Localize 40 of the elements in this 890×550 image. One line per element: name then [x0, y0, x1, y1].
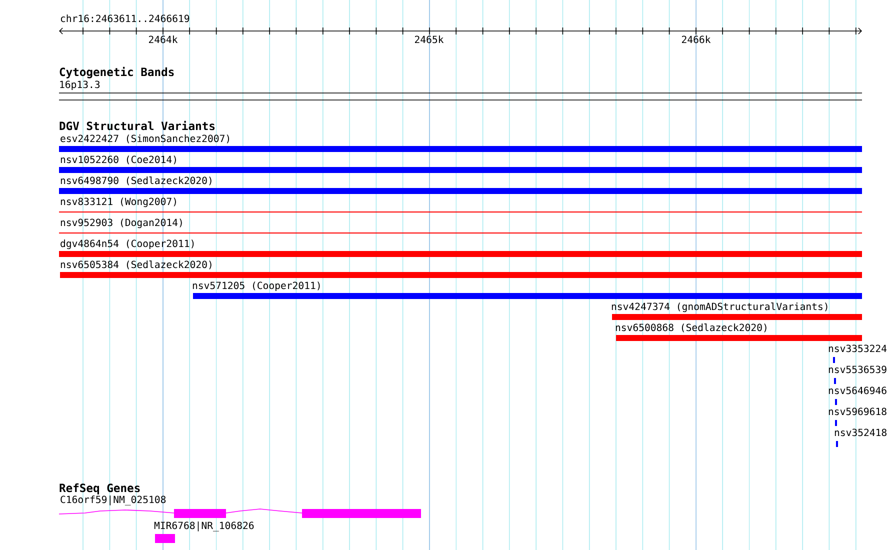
variant-bar: nsv5646946 [828, 386, 886, 405]
variant-bar: dgv4864n54 (Cooper2011) [59, 240, 862, 257]
track-title: DGV Structural Variants [60, 120, 215, 130]
variant-bar: nsv4247374 (gnomADStructuralVariants) [612, 302, 862, 320]
node-label: nsv6500868 (Sedlazeck2020) [616, 324, 766, 332]
node-label: MIR6768|NR_106826 [154, 522, 254, 532]
node-label: nsv571205 (Cooper2011) [192, 282, 320, 292]
gene-model: C16orf59|NM_025108 [58, 496, 421, 518]
node-label: nsv5969618 [828, 408, 886, 416]
variant-bar: nsv6500868 (Sedlazeck2020) [616, 324, 862, 341]
variant-bar: nsv5536539 [828, 366, 886, 384]
tick-label: 2466k [682, 36, 711, 44]
node-label: nsv352418 [834, 428, 886, 436]
variant-bar: nsv5969618 [828, 408, 886, 426]
node-label: nsv3353224 [828, 344, 887, 352]
node-label: nsv6505384 (Sedlazeck2020) [60, 260, 212, 270]
variant-bar: nsv6505384 (Sedlazeck2020) [60, 260, 862, 278]
node-label: nsv5536539 [828, 366, 886, 374]
tick-label: 2464k [148, 36, 178, 44]
cytoband: 16p13.3 [58, 80, 862, 100]
gene-model: MIR6768|NR_106826 [154, 522, 254, 543]
node-label: esv2422427 (SimonSanchez2007) [60, 134, 230, 144]
node-label: nsv5646946 [828, 386, 886, 394]
variant-bar: nsv6498790 (Sedlazeck2020) [59, 176, 862, 194]
variant-bar: esv2422427 (SimonSanchez2007) [59, 134, 862, 152]
variant-bar: nsv833121 (Wong2007) [59, 198, 862, 212]
node-label: dgv4864n54 (Cooper2011) [60, 240, 194, 250]
variant-bar: nsv1052260 (Coe2014) [59, 156, 862, 173]
node-label: nsv4247374 (gnomADStructuralVariants) [612, 302, 828, 312]
node-label: nsv952903 (Dogan2014) [60, 218, 182, 228]
variant-bar: nsv571205 (Cooper2011) [192, 282, 862, 299]
node-label: nsv6498790 (Sedlazeck2020) [60, 176, 212, 186]
node-label: nsv833121 (Wong2007) [60, 198, 176, 208]
variant-bar: nsv952903 (Dogan2014) [59, 218, 862, 234]
variant-bar: nsv3353224 [828, 344, 887, 363]
variant-bar: nsv352418 [834, 428, 886, 447]
node-label: C16orf59|NM_025108 [60, 496, 166, 506]
tick-label: 2465k [414, 36, 444, 44]
node-label: nsv1052260 (Coe2014) [60, 156, 176, 164]
coordinate-label: chr16:2463611..2466619 [60, 14, 190, 22]
